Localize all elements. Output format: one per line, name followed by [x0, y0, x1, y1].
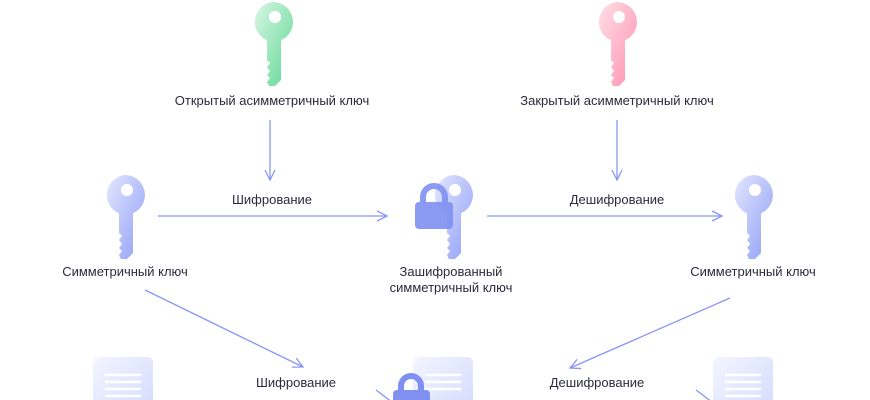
symmetric-key-right-label: Симметричный ключ — [690, 264, 816, 279]
private-key-label: Закрытый асимметричный ключ — [520, 93, 714, 108]
symmetric-key-left-label: Симметричный ключ — [62, 264, 188, 279]
symmetric-key-left-icon — [106, 175, 145, 259]
private-key-icon — [598, 2, 637, 86]
lock-icon — [415, 183, 453, 229]
encrypt-key-label: Шифрование — [232, 192, 312, 207]
public-key-label: Открытый асимметричный ключ — [174, 93, 370, 108]
arrow-bottom-decrypt — [695, 389, 711, 400]
arrow-to-decrypt-data — [570, 297, 731, 368]
document-right-icon — [713, 357, 773, 400]
decrypt-data-label: Дешифрование — [549, 375, 645, 390]
encrypted-key-label-line1: Зашифрованный — [399, 264, 503, 279]
encrypt-data-label: Шифрование — [256, 375, 336, 390]
arrow-bottom-encrypt — [375, 389, 391, 400]
arrow-to-encrypt-data — [144, 289, 303, 367]
encrypted-document-icon — [393, 357, 473, 400]
document-left-icon — [93, 357, 153, 400]
symmetric-key-right-icon — [734, 175, 773, 259]
encrypted-key-label-line2: симметричный ключ — [389, 280, 513, 295]
decrypt-key-label: Дешифрование — [569, 192, 665, 207]
public-key-icon — [254, 2, 293, 86]
